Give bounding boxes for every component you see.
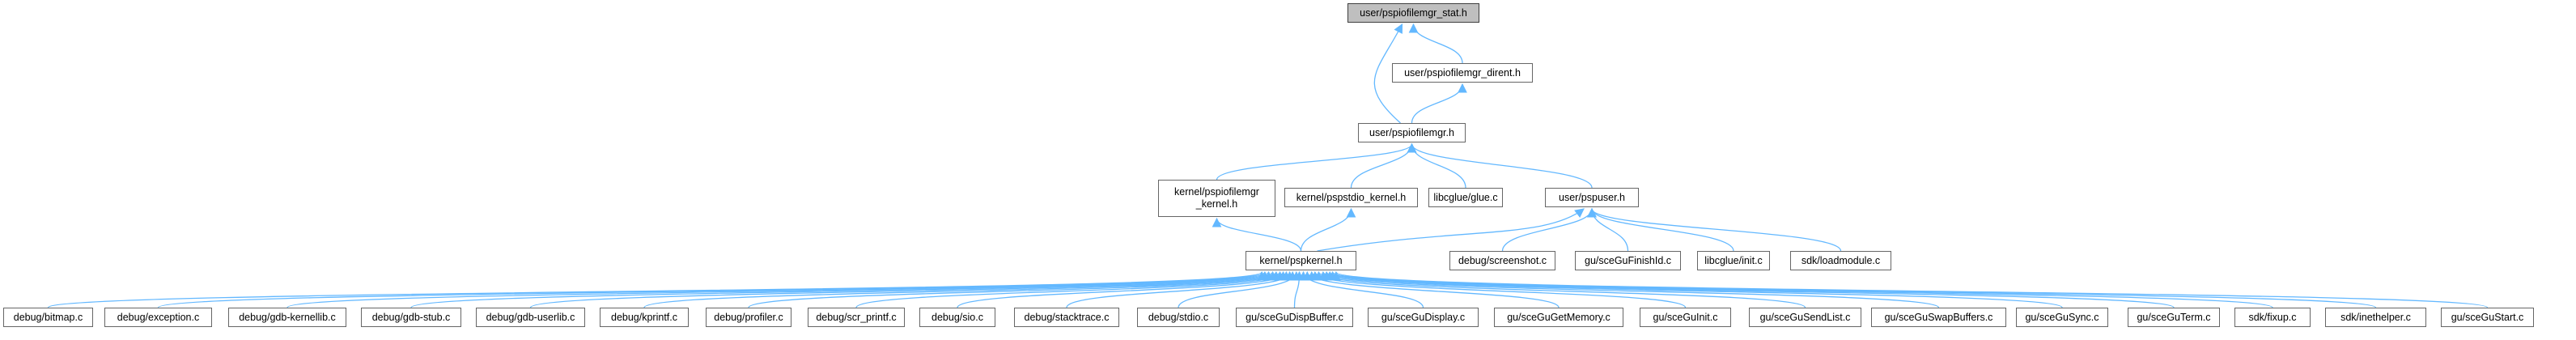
node-gu-sceguInit-c[interactable]: gu/sceGuInit.c bbox=[1640, 308, 1731, 327]
node-gu-sceguTerm-c[interactable]: gu/sceGuTerm.c bbox=[2128, 308, 2220, 327]
node-debug-scr-printf-c[interactable]: debug/scr_printf.c bbox=[808, 308, 905, 327]
node-sdk-inethelper-c[interactable]: sdk/inethelper.c bbox=[2325, 308, 2426, 327]
edge-sendlist-to-pspkernel bbox=[1310, 270, 1806, 308]
node-kernel-pspstdio-kernel-h[interactable]: kernel/pspstdio_kernel.h bbox=[1284, 188, 1418, 207]
node-debug-sio-c[interactable]: debug/sio.c bbox=[919, 308, 995, 327]
edge-k_stdio-to-iofilemgr bbox=[1350, 142, 1417, 189]
edge-pspkernel-to-pspuser bbox=[1317, 208, 1585, 252]
edge-inethelper-to-pspkernel bbox=[1328, 270, 2377, 308]
node-debug-screenshot-c[interactable]: debug/screenshot.c bbox=[1449, 251, 1555, 270]
edge-gdbstub-to-pspkernel bbox=[410, 270, 1278, 308]
edge-iofilemgr-to-dirent bbox=[1411, 83, 1467, 124]
node-sdk-fixup-c[interactable]: sdk/fixup.c bbox=[2234, 308, 2311, 327]
node-debug-bitmap-c[interactable]: debug/bitmap.c bbox=[3, 308, 93, 327]
edge-kprintf-to-pspkernel bbox=[643, 270, 1285, 308]
edge-swapbuffers-to-pspkernel bbox=[1313, 270, 1940, 308]
edge-fixup-to-pspkernel bbox=[1325, 270, 2273, 308]
node-debug-gdb-stub-c[interactable]: debug/gdb-stub.c bbox=[361, 308, 461, 327]
edge-iofilemgr-to-stat bbox=[1373, 23, 1403, 124]
node-user-pspuser-h[interactable]: user/pspuser.h bbox=[1545, 188, 1639, 207]
node-libcglue-glue-c[interactable]: libcglue/glue.c bbox=[1428, 188, 1503, 207]
edge-dirent-to-stat bbox=[1408, 23, 1463, 64]
node-debug-kprintf-c[interactable]: debug/kprintf.c bbox=[600, 308, 689, 327]
node-debug-exception-c[interactable]: debug/exception.c bbox=[104, 308, 212, 327]
edge-guterm-to-pspkernel bbox=[1322, 270, 2175, 308]
node-gu-sceguDisplay-c[interactable]: gu/sceGuDisplay.c bbox=[1368, 308, 1479, 327]
edge-gustart-to-pspkernel bbox=[1331, 270, 2489, 308]
edge-pspkernel-to-k_iofilemgr bbox=[1212, 217, 1302, 252]
edge-scr_printf-to-pspkernel bbox=[855, 270, 1292, 308]
edge-userlib-to-pspkernel bbox=[529, 270, 1281, 308]
edge-init-to-pspuser bbox=[1587, 207, 1734, 252]
node-libcglue-init-c[interactable]: libcglue/init.c bbox=[1697, 251, 1770, 270]
edge-sio-to-pspkernel bbox=[957, 270, 1295, 308]
edge-stacktrace-to-pspkernel bbox=[1066, 270, 1297, 308]
edge-stdio-to-pspkernel bbox=[1178, 270, 1301, 308]
edge-exception-to-pspkernel bbox=[157, 270, 1270, 308]
edge-dispbuffer-to-pspkernel bbox=[1293, 270, 1305, 308]
edge-pspkernel-to-k_stdio bbox=[1300, 207, 1356, 252]
node-gu-sceguSendlist-c[interactable]: gu/sceGuSendList.c bbox=[1749, 308, 1861, 327]
edge-profiler-to-pspkernel bbox=[748, 270, 1288, 308]
node-user-pspiofilemgr-dirent-h[interactable]: user/pspiofilemgr_dirent.h bbox=[1392, 63, 1533, 83]
node-debug-gdb-kernellib-c[interactable]: debug/gdb-kernellib.c bbox=[228, 308, 346, 327]
node-gu-sceguSwapbuffers-c[interactable]: gu/sceGuSwapBuffers.c bbox=[1871, 308, 2006, 327]
edge-pspuser-to-iofilemgr bbox=[1407, 142, 1593, 189]
node-gu-scegufinishid-c[interactable]: gu/sceGuFinishId.c bbox=[1575, 251, 1681, 270]
node-user-pspiofilemgr-h[interactable]: user/pspiofilemgr.h bbox=[1358, 123, 1466, 142]
edge-gusync-to-pspkernel bbox=[1318, 270, 2063, 308]
node-debug-profiler-c[interactable]: debug/profiler.c bbox=[706, 308, 791, 327]
node-user-pspiofilemgr-stat-h: user/pspiofilemgr_stat.h bbox=[1347, 3, 1479, 23]
node-gu-sceguDispbuffer-c[interactable]: gu/sceGuDispBuffer.c bbox=[1236, 308, 1353, 327]
edge-loadmodule-to-pspuser bbox=[1587, 207, 1842, 252]
edge-k_iofilemgr-to-iofilemgr bbox=[1216, 142, 1417, 181]
node-debug-stacktrace-c[interactable]: debug/stacktrace.c bbox=[1014, 308, 1119, 327]
node-debug-gdb-userlib-c[interactable]: debug/gdb-userlib.c bbox=[476, 308, 585, 327]
node-debug-stdio-c[interactable]: debug/stdio.c bbox=[1137, 308, 1220, 327]
node-gu-sceguSync-c[interactable]: gu/sceGuSync.c bbox=[2016, 308, 2108, 327]
node-gu-sceguGetmemory-c[interactable]: gu/sceGuGetMemory.c bbox=[1494, 308, 1623, 327]
node-gu-sceguStart-c[interactable]: gu/sceGuStart.c bbox=[2441, 308, 2534, 327]
edge-bitmap-to-pspkernel bbox=[47, 270, 1267, 308]
edge-kernellib-to-pspkernel bbox=[286, 270, 1273, 308]
node-kernel-pspkernel-h[interactable]: kernel/pspkernel.h bbox=[1246, 251, 1356, 270]
node-kernel-pspiofilemgr-kernel-h[interactable]: kernel/pspiofilemgr _kernel.h bbox=[1158, 180, 1275, 217]
node-sdk-loadmodule-c[interactable]: sdk/loadmodule.c bbox=[1790, 251, 1891, 270]
